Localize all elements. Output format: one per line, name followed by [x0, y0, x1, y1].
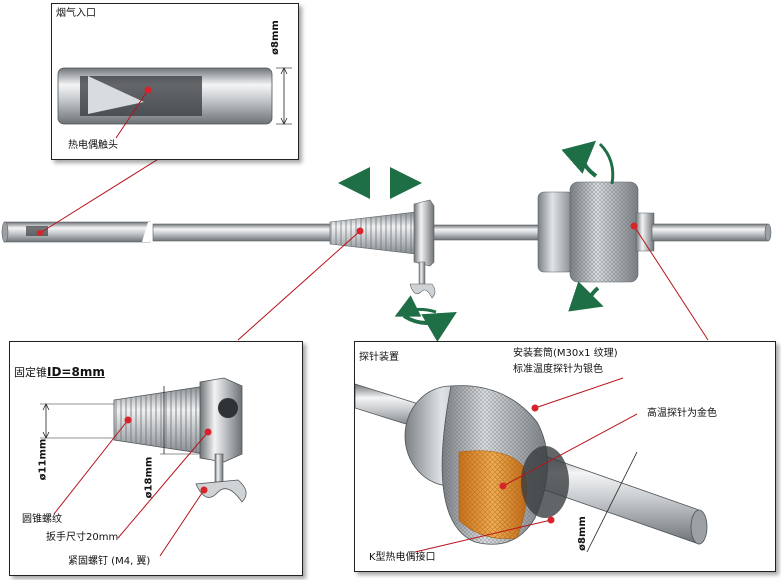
probe-panel-title: 探针装置: [359, 352, 399, 363]
cone-outer-dia-label: ø11mm: [37, 438, 49, 481]
inlet-title: 烟气入口: [56, 8, 96, 19]
nut-bore: [218, 398, 238, 418]
probe-tube-right: [433, 224, 545, 241]
probe-diameter-label: ø8mm: [576, 516, 588, 551]
inlet-detail-panel: 烟气入口 ø8mm 热电偶触头: [51, 3, 299, 160]
inlet-diameter-label: ø8mm: [269, 20, 281, 55]
rotate-screw-arrow-icon: [402, 311, 457, 342]
wing-screw-label: 紧固螺钉 (M4, 翼): [68, 556, 151, 567]
callout-dot: [356, 227, 364, 235]
sleeve-label-line2: 标准温度探针为银色: [513, 364, 603, 375]
connector-label: K型热电偶接口: [369, 552, 436, 563]
probe-detail-panel: 探针装置 安装套筒(M30x1 纹理) 标准温度探针为银色 高温探针为金色 ø8…: [354, 341, 776, 572]
mounting-sleeve-smooth: [537, 191, 575, 273]
cone-title-id: ID=8mm: [47, 365, 105, 379]
probe-tube-mid: [152, 223, 339, 242]
motion-arrows: [338, 140, 615, 342]
cone-detail-panel: 固定锥ID=8mm ø11mm ø18mm 圆锥螺纹 扳手尺寸20mm 紧固螺钉…: [9, 341, 303, 576]
probe-tube-left: [3, 221, 151, 243]
sleeve-label-line1: 安装套筒(M30x1 纹理): [513, 348, 618, 359]
probe-tube-end: [651, 223, 769, 242]
callout-dot: [630, 222, 638, 230]
probe-tip-slot: [26, 226, 48, 236]
cone-thread-label: 圆锥螺纹: [22, 514, 62, 525]
main-callout-lines: [37, 157, 709, 341]
hex-nut-detail: [199, 377, 243, 463]
cone-inner-dia-label: ø18mm: [143, 456, 155, 499]
high-temp-label: 高温探针为金色: [647, 408, 717, 419]
callout-dot: [37, 230, 43, 236]
thermocouple-tip-label: 热电偶触头: [68, 140, 118, 151]
tube-break-mark: [142, 222, 156, 242]
rotate-sleeve-arrow-icon: [561, 140, 598, 178]
wing-screw-wings: [409, 283, 436, 299]
probe-assembly: [1, 181, 772, 299]
wrench-size-label: 扳手尺寸20mm: [46, 532, 119, 543]
wing-screw-detail: [195, 479, 247, 503]
hex-nut: [413, 199, 435, 267]
wing-screw-stem: [418, 261, 426, 285]
cone-title: 固定锥ID=8mm: [14, 366, 105, 379]
probe-tip-end: [1, 221, 9, 243]
cone-title-prefix: 固定锥: [14, 366, 47, 379]
